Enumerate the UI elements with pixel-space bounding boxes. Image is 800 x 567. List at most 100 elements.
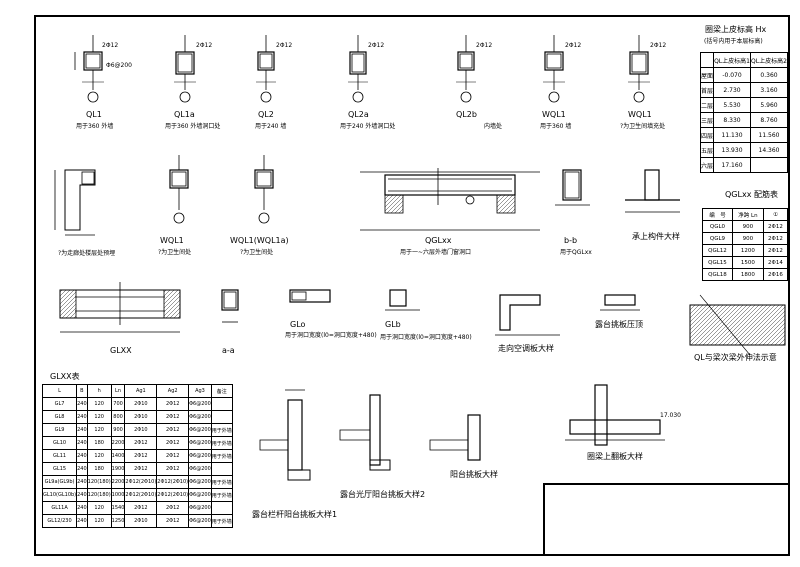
table-cell: 备注 xyxy=(210,384,233,398)
table-cell: Ln xyxy=(110,384,126,398)
table-cell: 2Φ10 xyxy=(124,423,158,437)
note-ql2: 用于240 墙 xyxy=(255,123,287,130)
table-cell: GL10(GL10b) xyxy=(41,488,78,502)
table-cell xyxy=(210,501,233,515)
table-cell: 14.360 xyxy=(750,142,788,158)
table-cell: 用于外墙 xyxy=(210,475,233,489)
table-cell: 800 xyxy=(110,410,126,424)
caption-aa: a-a xyxy=(222,346,235,355)
table-cell: 2200 xyxy=(110,475,126,489)
table-cell: 2Φ12 xyxy=(762,244,789,257)
table-cell: 二层 xyxy=(699,97,715,113)
caption-bb: b-b xyxy=(564,236,578,245)
table-cell: 2Φ12 xyxy=(156,514,190,528)
table-cell: GL12/230 xyxy=(41,514,78,528)
table-cell xyxy=(210,462,233,476)
table-cell: 2Φ12 xyxy=(124,436,158,450)
table-cell: 13.930 xyxy=(713,142,751,158)
table-cell: 900 xyxy=(731,220,764,233)
table-cell: 8.760 xyxy=(750,112,788,128)
drawing-frame xyxy=(34,15,790,556)
table-cell: Ag3 xyxy=(188,384,212,398)
note-glb: 用于洞口宽度(l0=洞口宽度+480) xyxy=(380,334,472,341)
table-cell: 11.560 xyxy=(750,127,788,143)
table-cell xyxy=(210,397,233,411)
table-cell: 5.530 xyxy=(713,97,751,113)
table-cell: 编 号 xyxy=(702,208,733,221)
caption-glb: GLb xyxy=(385,320,401,329)
table-cell: 三层 xyxy=(699,112,715,128)
table-cell: 120 xyxy=(86,410,112,424)
table-cell: Φ6@200 xyxy=(188,449,212,463)
table-cell: 1000 xyxy=(110,488,126,502)
caption-glxx: GLXX xyxy=(110,346,132,355)
note-bb: 用于QGLxx xyxy=(560,249,592,256)
table-cell: 120(180) xyxy=(86,475,112,489)
note-wql1c: ?为卫生间处 xyxy=(240,249,274,256)
caption-qglxx: QGLxx xyxy=(425,236,452,245)
table-cell: GL7 xyxy=(41,397,78,411)
table-cell: Φ6@200 xyxy=(188,436,212,450)
table-cell: 1200 xyxy=(731,244,764,257)
rebar-label: 2Φ12 xyxy=(476,42,493,49)
table-cell: 2200 xyxy=(110,436,126,450)
table-cell: 1500 xyxy=(731,256,764,269)
table-cell: -0.070 xyxy=(713,67,751,83)
row1-sections xyxy=(74,35,650,103)
table-cell: 用于外墙 xyxy=(210,423,233,437)
table-cell: 2.730 xyxy=(713,82,751,98)
rebar-label: 2Φ12 xyxy=(196,42,213,49)
table-cell: 首层 xyxy=(699,82,715,98)
table-cell: 1900 xyxy=(110,462,126,476)
table-cell: GL8 xyxy=(41,410,78,424)
table-cell: GL11 xyxy=(41,449,78,463)
table-cell: L xyxy=(41,384,78,398)
table-cell: 240 xyxy=(76,488,88,502)
table-cell: 2Φ12 xyxy=(156,462,190,476)
caption-ql1: QL1 xyxy=(86,110,102,119)
table-cell: 2Φ16 xyxy=(762,268,789,281)
table-cell: 2Φ12 xyxy=(762,220,789,233)
table-cell: 8.330 xyxy=(713,112,751,128)
table-cell: 净跨 Ln xyxy=(731,208,764,221)
qgl-table-title: QGLxx 配筋表 xyxy=(725,190,778,199)
table-cell xyxy=(210,410,233,424)
table-cell: 用于外墙 xyxy=(210,436,233,450)
table-cell: 2Φ12(2Φ10) xyxy=(124,488,158,502)
table-cell: GL15 xyxy=(41,462,78,476)
table-cell: Φ6@200 xyxy=(188,423,212,437)
caption-wql1b: WQL1 xyxy=(628,110,652,119)
table-cell: 2Φ10 xyxy=(124,514,158,528)
table-cell: GL11A xyxy=(41,501,78,515)
caption-ql1a: QL1a xyxy=(174,110,195,119)
note-qglxx: 用于一~六层外墙门窗洞口 xyxy=(400,249,472,256)
table-cell: 2Φ12 xyxy=(156,501,190,515)
note-row2a: ?为走廊处楼层处预埋 xyxy=(58,250,116,257)
table-cell: 120(180) xyxy=(86,488,112,502)
note-wql1b: ?为卫生间填充处 xyxy=(620,123,666,130)
table-cell: 0.360 xyxy=(750,67,788,83)
note-ql2a: 用于240 外墙洞口处 xyxy=(340,123,396,130)
table-cell: 240 xyxy=(76,449,88,463)
caption-qlj: QL与梁次梁外伸法示意 xyxy=(694,353,777,362)
table-cell: 120 xyxy=(86,423,112,437)
caption-sheng: 承上构件大样 xyxy=(632,232,680,241)
table-cell: 2Φ12 xyxy=(124,501,158,515)
table-cell: 11.130 xyxy=(713,127,751,143)
table-cell: 240 xyxy=(76,462,88,476)
caption-glo: GLo xyxy=(290,320,306,329)
caption-yt1: 露台栏杆阳台挑板大样1 xyxy=(252,510,338,519)
